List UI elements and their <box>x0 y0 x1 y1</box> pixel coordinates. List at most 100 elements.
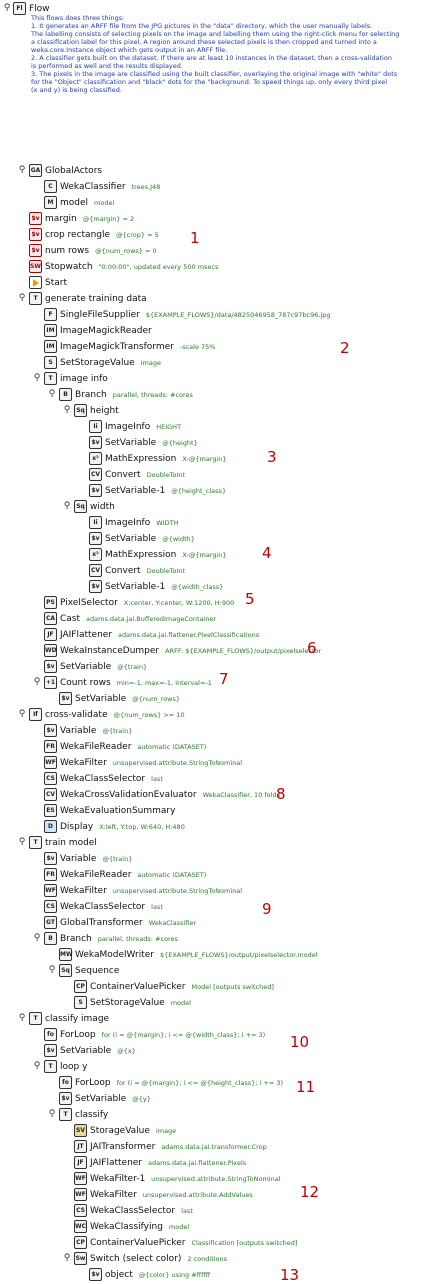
actor-name: SetStorageValue <box>90 997 165 1008</box>
flow-root-row[interactable]: ⚲ Fl Flow <box>3 1 50 16</box>
expander-icon[interactable]: ⚲ <box>63 405 71 415</box>
expander-icon[interactable]: ⚲ <box>18 293 26 303</box>
actor-options: @{y} <box>132 1094 151 1103</box>
expander-icon[interactable]: ⚲ <box>48 1109 56 1119</box>
actor-options: X:center, Y:center, W:1200, H:900 <box>123 598 235 607</box>
actor-name: StorageValue <box>90 1125 150 1136</box>
expander-icon[interactable]: ⚲ <box>63 1253 71 1263</box>
actor-options: for (i = @{margin}; i <= @{height_class}… <box>116 1078 283 1087</box>
actor-name: JAITransformer <box>90 1141 156 1152</box>
actor-icon: T <box>29 836 42 849</box>
expander-icon[interactable]: ⚲ <box>33 1061 41 1071</box>
expander-icon[interactable]: ⚲ <box>33 933 41 943</box>
actor-options: automatic (DATASET) <box>137 870 207 879</box>
expander-icon[interactable]: ⚲ <box>18 837 26 847</box>
actor-icon: S <box>74 996 87 1009</box>
tree-node-start[interactable]: Start <box>29 275 67 290</box>
expander-icon[interactable]: ⚲ <box>18 165 26 175</box>
actor-options: adams.data.jai.flattener.Pixels <box>148 1158 247 1167</box>
flow-root-expander[interactable]: ⚲ <box>3 3 11 13</box>
actor-options: model <box>170 998 191 1007</box>
expander-icon[interactable]: ⚲ <box>63 501 71 511</box>
expander-icon[interactable]: ⚲ <box>33 677 41 687</box>
expander-icon[interactable]: ⚲ <box>18 709 26 719</box>
actor-icon: fo <box>44 1028 57 1041</box>
expander-icon[interactable]: ⚲ <box>48 965 56 975</box>
actor-icon: JT <box>74 1140 87 1153</box>
expander-icon[interactable]: ⚲ <box>33 373 41 383</box>
expander-icon[interactable]: ⚲ <box>48 389 56 399</box>
expander-icon[interactable]: ⚲ <box>18 1013 26 1023</box>
